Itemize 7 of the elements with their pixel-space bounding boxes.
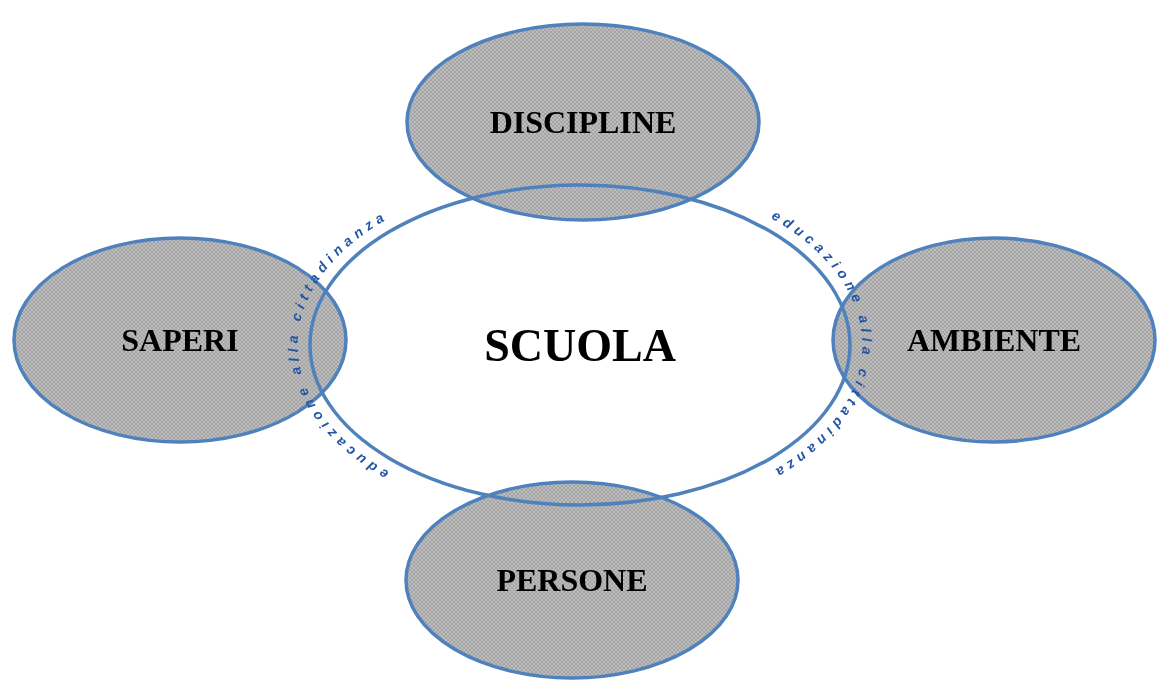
ellipse-label: PERSONE [496, 561, 648, 599]
ellipse-label: AMBIENTE [906, 321, 1082, 359]
ellipse-label: SAPERI [121, 321, 239, 359]
ellipse-label: DISCIPLINE [489, 103, 677, 141]
topic-ellipse [404, 480, 740, 680]
topic-ellipse [405, 22, 761, 222]
ellipse-label: SCUOLA [484, 318, 676, 372]
